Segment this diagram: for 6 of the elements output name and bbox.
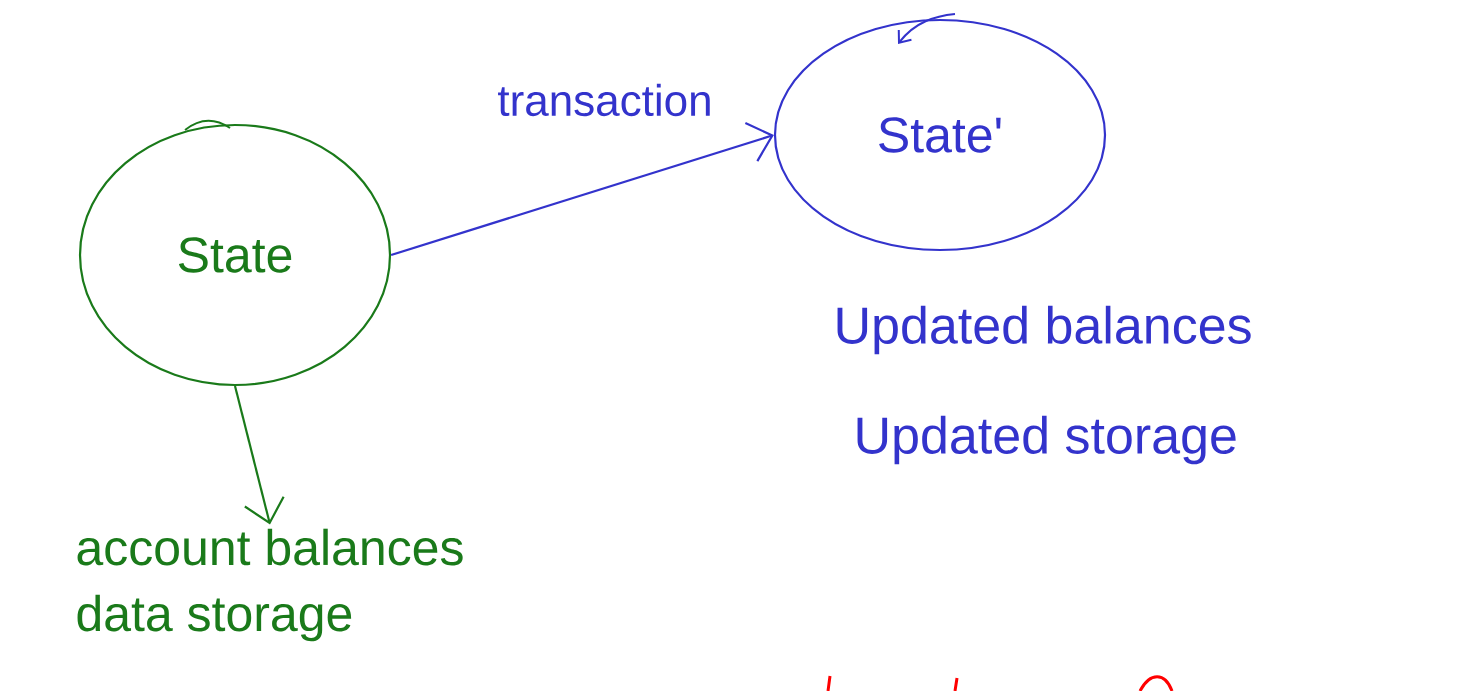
edge-label: transaction: [495, 81, 715, 119]
arrow: [233, 385, 285, 525]
note-text: Updated storage: [857, 415, 1236, 465]
arrow: [390, 122, 774, 257]
note-text: account balances data storage: [77, 528, 463, 642]
note-text: Updated balances: [837, 305, 1251, 355]
